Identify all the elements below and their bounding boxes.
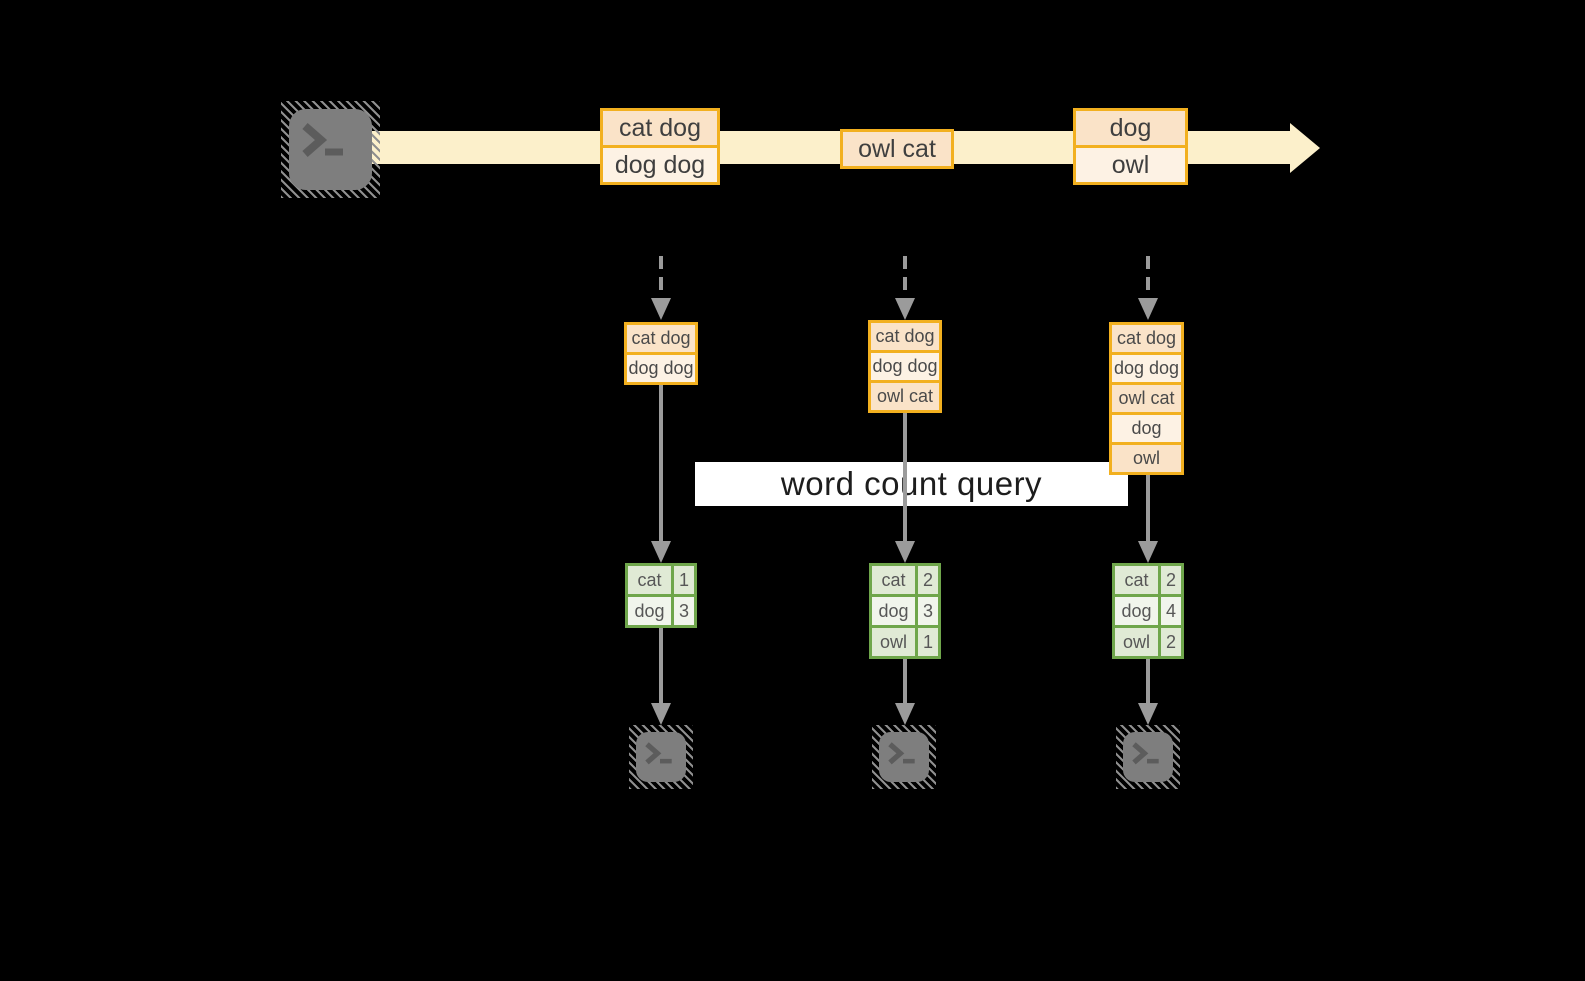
buffer-stack: cat dog dog dog bbox=[624, 322, 698, 385]
solid-down-arrow-icon bbox=[651, 383, 671, 563]
count-cell: 2 bbox=[1158, 563, 1184, 597]
sink-terminal-icon bbox=[629, 725, 693, 789]
count-cell: 1 bbox=[915, 625, 941, 659]
solid-down-arrow-icon bbox=[1138, 656, 1158, 725]
dashed-down-arrow-icon bbox=[895, 256, 915, 320]
buffer-cell: dog dog bbox=[868, 350, 942, 383]
buffer-cell: cat dog bbox=[1109, 322, 1184, 355]
word-cell: dog bbox=[625, 594, 674, 628]
table-row: cat 2 bbox=[869, 563, 941, 597]
table-row: cat 2 bbox=[1112, 563, 1184, 597]
query-label: word count query bbox=[780, 465, 1043, 502]
wordcount-table: cat 1 dog 3 bbox=[625, 563, 697, 628]
buffer-cell: owl cat bbox=[1109, 382, 1184, 415]
sink-terminal-icon bbox=[1116, 725, 1180, 789]
table-row: owl 2 bbox=[1112, 625, 1184, 659]
count-cell: 1 bbox=[671, 563, 697, 597]
sink-terminal-icon bbox=[872, 725, 936, 789]
record-cell: owl bbox=[1073, 145, 1188, 185]
record-cell: owl cat bbox=[840, 129, 954, 169]
count-cell: 4 bbox=[1158, 594, 1184, 628]
word-cell: cat bbox=[625, 563, 674, 597]
word-cell: cat bbox=[1112, 563, 1161, 597]
buffer-cell: dog dog bbox=[1109, 352, 1184, 385]
buffer-cell: cat dog bbox=[624, 322, 698, 355]
count-cell: 2 bbox=[915, 563, 941, 597]
terminal-screen bbox=[1123, 732, 1173, 782]
right-arrow-icon bbox=[1290, 123, 1320, 173]
table-row: owl 1 bbox=[869, 625, 941, 659]
stream-record-box: owl cat bbox=[840, 129, 954, 169]
record-cell: dog bbox=[1073, 108, 1188, 148]
table-row: cat 1 bbox=[625, 563, 697, 597]
wordcount-table: cat 2 dog 4 owl 2 bbox=[1112, 563, 1184, 659]
buffer-cell: cat dog bbox=[868, 320, 942, 353]
solid-down-arrow-icon bbox=[1138, 473, 1158, 563]
count-cell: 3 bbox=[915, 594, 941, 628]
table-row: dog 4 bbox=[1112, 594, 1184, 628]
source-terminal-icon bbox=[281, 101, 380, 198]
word-cell: owl bbox=[1112, 625, 1161, 659]
dashed-down-arrow-icon bbox=[1138, 256, 1158, 320]
stream-record-box: dog owl bbox=[1073, 108, 1188, 185]
solid-down-arrow-icon bbox=[651, 626, 671, 725]
buffer-cell: dog dog bbox=[624, 352, 698, 385]
record-cell: cat dog bbox=[600, 108, 720, 148]
word-cell: cat bbox=[869, 563, 918, 597]
record-cell: dog dog bbox=[600, 145, 720, 185]
solid-down-arrow-icon bbox=[895, 411, 915, 563]
buffer-cell: dog bbox=[1109, 412, 1184, 445]
solid-down-arrow-icon bbox=[895, 656, 915, 725]
shell-prompt-icon bbox=[645, 742, 672, 765]
shell-prompt-icon bbox=[1132, 742, 1159, 765]
word-cell: dog bbox=[1112, 594, 1161, 628]
count-cell: 2 bbox=[1158, 625, 1184, 659]
word-cell: dog bbox=[869, 594, 918, 628]
word-cell: owl bbox=[869, 625, 918, 659]
terminal-screen bbox=[879, 732, 929, 782]
terminal-screen bbox=[289, 109, 372, 190]
terminal-screen bbox=[636, 732, 686, 782]
buffer-cell: owl cat bbox=[868, 380, 942, 413]
wordcount-table: cat 2 dog 3 owl 1 bbox=[869, 563, 941, 659]
buffer-stack: cat dog dog dog owl cat dog owl bbox=[1109, 322, 1184, 475]
buffer-stack: cat dog dog dog owl cat bbox=[868, 320, 942, 413]
shell-prompt-icon bbox=[302, 122, 343, 158]
dashed-down-arrow-icon bbox=[651, 256, 671, 320]
query-label-banner: word count query bbox=[695, 462, 1128, 506]
count-cell: 3 bbox=[671, 594, 697, 628]
shell-prompt-icon bbox=[888, 742, 915, 765]
stream-record-box: cat dog dog dog bbox=[600, 108, 720, 185]
buffer-cell: owl bbox=[1109, 442, 1184, 475]
table-row: dog 3 bbox=[869, 594, 941, 628]
table-row: dog 3 bbox=[625, 594, 697, 628]
